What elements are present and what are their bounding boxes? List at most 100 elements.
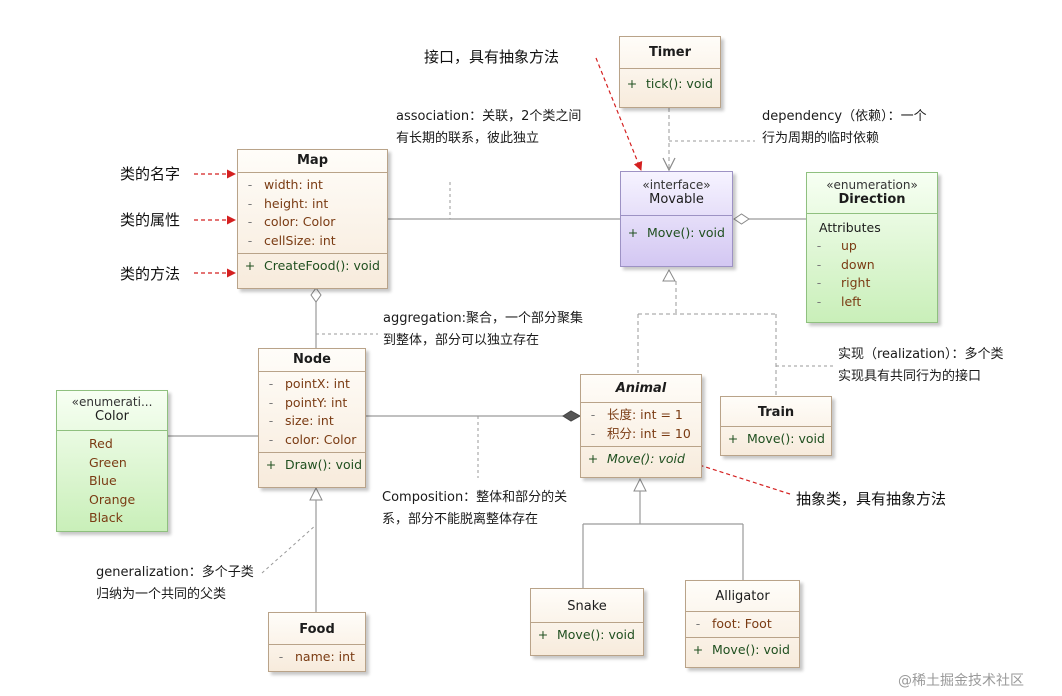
generalization-triangle bbox=[309, 486, 323, 501]
operation-row: +Move(): void bbox=[587, 451, 685, 466]
class-timer-operations: +tick(): void bbox=[620, 69, 720, 97]
class-train-operations: +Move(): void bbox=[721, 427, 831, 452]
note-realization: 实现（realization）：多个类实现具有共同行为的接口 bbox=[838, 347, 1004, 384]
class-alligator-header: Alligator bbox=[686, 581, 799, 612]
animal-generalization-triangle bbox=[633, 477, 647, 492]
interface-movable-header: «interface» Movable bbox=[621, 172, 732, 216]
attribute-row: -name: int bbox=[278, 649, 355, 664]
literal-row: Red bbox=[89, 436, 113, 451]
class-alligator[interactable]: Alligator -foot: Foot +Move(): void bbox=[685, 580, 800, 668]
enum-color[interactable]: «enumerati... Color Red Green Blue Orang… bbox=[56, 390, 168, 532]
aggregation-diamond bbox=[310, 287, 322, 303]
attribute-row: -pointX: int bbox=[268, 376, 350, 391]
attribute-row: -color: Color bbox=[247, 214, 336, 229]
class-timer-name: Timer bbox=[648, 45, 692, 60]
class-snake-name: Snake bbox=[567, 599, 607, 614]
class-animal-operations: +Move(): void bbox=[581, 446, 701, 472]
callout-class-attributes: 类的属性 bbox=[120, 211, 181, 229]
note-dependency: dependency（依赖）：一个行为周期的临时依赖 bbox=[762, 109, 927, 146]
note-association: association：关联，2个类之间有长期的联系，彼此独立 bbox=[396, 109, 582, 146]
generalization-note-link bbox=[261, 524, 317, 574]
callout-class-methods: 类的方法 bbox=[120, 265, 181, 283]
attribute-row: -长度: int = 1 bbox=[590, 407, 683, 422]
class-alligator-name: Alligator bbox=[715, 589, 770, 604]
class-food-attributes: -name: int bbox=[269, 645, 365, 670]
class-node-header: Node bbox=[259, 349, 365, 372]
class-timer-header: Timer bbox=[620, 37, 720, 69]
class-food-header: Food bbox=[269, 613, 365, 645]
operation-row: +Move(): void bbox=[727, 431, 825, 446]
class-animal-name: Animal bbox=[615, 381, 667, 396]
operation-row: +Move(): void bbox=[537, 627, 635, 642]
watermark: @稀土掘金技术社区 bbox=[898, 673, 1024, 689]
class-timer[interactable]: Timer +tick(): void bbox=[619, 36, 721, 108]
literal-row: -down bbox=[816, 256, 875, 272]
attribute-row: -width: int bbox=[247, 177, 323, 192]
callout-interface: 接口，具有抽象方法 bbox=[424, 48, 560, 66]
enum-direction-section-label: Attributes bbox=[819, 220, 881, 235]
callout-arrow-interface bbox=[595, 57, 643, 171]
interface-movable[interactable]: «interface» Movable +Move(): void bbox=[620, 171, 733, 267]
class-train[interactable]: Train +Move(): void bbox=[720, 396, 832, 456]
operation-row: +Move(): void bbox=[692, 641, 790, 657]
class-map-attributes: -width: int -height: int -color: Color -… bbox=[238, 173, 387, 253]
enum-direction[interactable]: «enumeration» Direction Attributes -up -… bbox=[806, 172, 938, 323]
class-alligator-operations: +Move(): void bbox=[686, 636, 799, 663]
operation-row: +tick(): void bbox=[626, 76, 713, 91]
class-node-attributes: -pointX: int -pointY: int -size: int -co… bbox=[259, 372, 365, 452]
operation-row: +Draw(): void bbox=[265, 457, 363, 472]
callout-abstract: 抽象类，具有抽象方法 bbox=[796, 490, 947, 508]
enum-direction-header: «enumeration» Direction bbox=[807, 173, 937, 214]
note-aggregation: aggregation:聚合，一个部分聚集到整体，部分可以独立存在 bbox=[383, 311, 584, 348]
direction-diamond bbox=[733, 213, 750, 225]
literal-row: -right bbox=[816, 275, 871, 290]
interface-movable-operations: +Move(): void bbox=[621, 216, 732, 246]
attribute-row: -积分: int = 10 bbox=[590, 425, 691, 441]
class-map[interactable]: Map -width: int -height: int -color: Col… bbox=[237, 149, 388, 289]
class-map-name: Map bbox=[296, 153, 328, 168]
note-composition: Composition：整体和部分的关系，部分不能脱离整体存在 bbox=[382, 490, 568, 527]
enum-color-header: «enumerati... Color bbox=[57, 391, 167, 431]
attribute-row: -color: Color bbox=[268, 431, 357, 447]
class-food-name: Food bbox=[299, 622, 335, 637]
attribute-row: -height: int bbox=[247, 195, 329, 211]
attribute-row: -pointY: int bbox=[268, 394, 348, 410]
realization-triangle bbox=[662, 268, 676, 282]
attribute-row: -cellSize: int bbox=[247, 232, 336, 248]
enum-color-name: Color bbox=[95, 409, 129, 424]
enum-direction-name: Direction bbox=[838, 192, 906, 207]
class-node-operations: +Draw(): void bbox=[259, 452, 365, 478]
class-animal[interactable]: Animal -长度: int = 1 -积分: int = 10 +Move(… bbox=[580, 374, 702, 478]
dependency-arrowhead bbox=[662, 157, 676, 172]
literal-row: Green bbox=[89, 454, 127, 470]
class-alligator-attributes: -foot: Foot bbox=[686, 612, 799, 637]
attribute-row: -foot: Foot bbox=[695, 616, 772, 631]
stereotype-label: «interface» bbox=[642, 178, 711, 192]
class-train-name: Train bbox=[757, 405, 795, 420]
literal-row: Black bbox=[89, 510, 123, 525]
literal-row: -left bbox=[816, 293, 862, 309]
interface-movable-name: Movable bbox=[649, 192, 704, 207]
stereotype-label: «enumerati... bbox=[71, 395, 153, 409]
class-snake[interactable]: Snake +Move(): void bbox=[530, 588, 644, 656]
enum-color-literals: Red Green Blue Orange Black bbox=[57, 431, 167, 528]
enum-direction-literals: -up -down -right -left bbox=[807, 237, 937, 311]
class-snake-operations: +Move(): void bbox=[531, 623, 643, 648]
class-node[interactable]: Node -pointX: int -pointY: int -size: in… bbox=[258, 348, 366, 488]
literal-row: Orange bbox=[89, 491, 136, 507]
callout-class-name: 类的名字 bbox=[120, 165, 181, 183]
class-map-header: Map bbox=[238, 150, 387, 173]
stereotype-label: «enumeration» bbox=[826, 178, 918, 192]
literal-row: Blue bbox=[89, 473, 117, 488]
operation-row: +Move(): void bbox=[627, 225, 725, 240]
class-animal-attributes: -长度: int = 1 -积分: int = 10 bbox=[581, 403, 701, 446]
class-node-name: Node bbox=[293, 352, 331, 367]
class-food[interactable]: Food -name: int bbox=[268, 612, 366, 672]
class-train-header: Train bbox=[721, 397, 831, 427]
composition-diamond bbox=[562, 410, 582, 422]
class-animal-header: Animal bbox=[581, 375, 701, 403]
attribute-row: -size: int bbox=[268, 413, 334, 428]
note-generalization: generalization：多个子类归纳为一个共同的父类 bbox=[96, 565, 254, 602]
literal-row: -up bbox=[816, 238, 857, 253]
